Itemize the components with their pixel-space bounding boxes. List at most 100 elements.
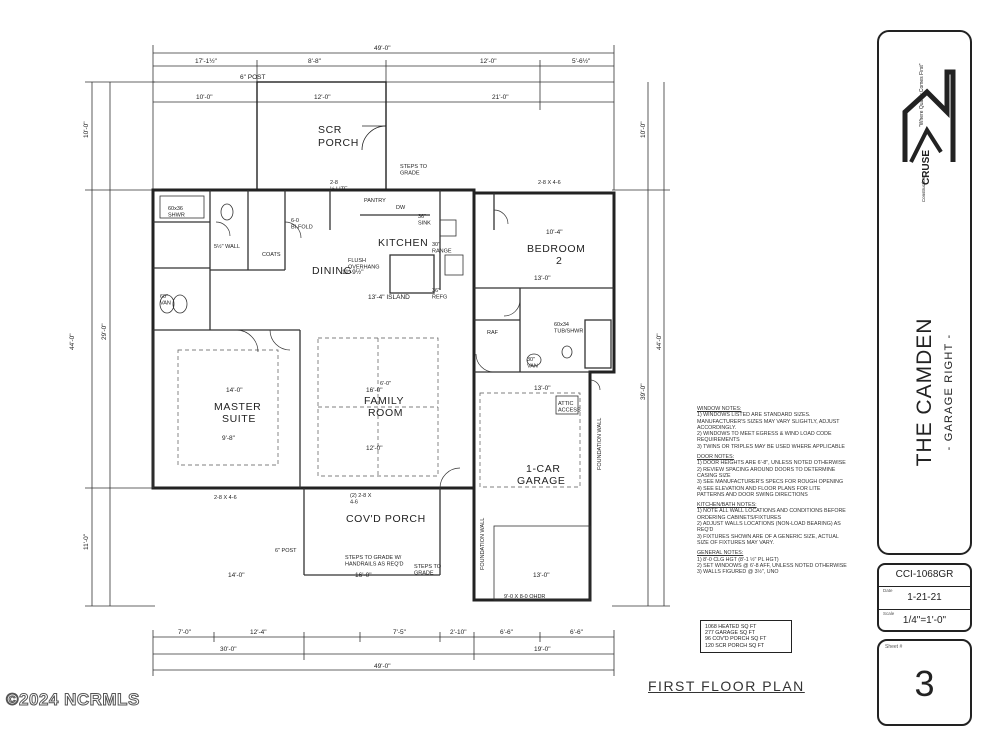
dim-right-a: 10'-0" [640, 121, 647, 138]
wall-label: 5½" WALL [214, 243, 240, 250]
svg-text:PORCH: PORCH [318, 137, 359, 149]
dining-label: DINING [312, 265, 352, 277]
dim-bot-b: 12'-4" [250, 629, 267, 636]
info-box: CCI-1068GR Date 1-21-21 Scale 1/4"=1'-0" [877, 563, 972, 632]
garage-label: 1-CAR [526, 463, 561, 475]
dim-top-b: 8'-8" [308, 58, 322, 65]
plan-id: CCI-1068GR [895, 569, 954, 580]
window-note: 1) WINDOWS LISTED ARE STANDARD SIZES. MA… [697, 412, 840, 431]
dim-garage-w: 13'-0" [533, 572, 550, 579]
dim-porch-w: 14'-0" [228, 572, 245, 579]
dim-bot-h: 19'-0" [534, 646, 551, 653]
dim-bot-total: 49'-0" [374, 663, 391, 670]
dim-right-c: 39'-0" [640, 383, 647, 400]
window-note: 2) WINDOWS TO MEET EGRESS & WIND LOAD CO… [697, 431, 832, 444]
refg-label: 36"REFG [432, 288, 447, 301]
dim-family-w: 16'-0" [366, 387, 383, 394]
kb-notes-heading: KITCHEN/BATH NOTES: [697, 502, 757, 509]
dim-left-a: 10'-0" [83, 121, 90, 138]
plan-scale: 1/4"=1'-0" [902, 615, 947, 626]
dim-left-c: 29'-0" [101, 323, 108, 340]
dim-bot-e: 6'-6" [500, 629, 514, 636]
dim-post: 6" POST [240, 74, 265, 81]
cruse-logo-icon [902, 69, 956, 163]
kb-note: 2) ADJUST WALLS LOCATIONS (NON-LOAD BEAR… [697, 521, 841, 534]
sheet-number: 3 [914, 663, 935, 704]
dim-porch-b: 12'-0" [314, 94, 331, 101]
dim-porch-c: 21'-0" [492, 94, 509, 101]
dim-porch-w2: 16'-0" [355, 572, 372, 579]
bedroom-num-label: 2 [556, 255, 562, 267]
general-notes-heading: GENERAL NOTES: [697, 550, 744, 557]
dim-bot-f: 6'-6" [570, 629, 584, 636]
general-note: 1) 8'-0 CLG HGT (8'-1 ½" PL HGT) [697, 556, 779, 563]
dim-bot-a: 7'-0" [178, 629, 192, 636]
area-line: 277 GARAGE SQ FT [705, 630, 756, 637]
plan-date: 1-21-21 [907, 592, 942, 603]
dim-bed-w: 10'-4" [546, 229, 563, 236]
window-note: 3) TWINS OR TRIPLES MAY BE USED WHERE AP… [697, 443, 845, 450]
van60-label: 60"VAN [160, 294, 171, 307]
foundation-wall-label: FOUNDATION WALL [480, 518, 486, 570]
beam-label: 6'-0" [380, 381, 391, 387]
sheet-box: Sheet # 3 [877, 639, 972, 726]
plan-name: THE CAMDEN [912, 317, 936, 467]
scale-caption: Scale [883, 611, 895, 616]
van30-label: 30"VAN [527, 357, 538, 370]
kitchen-label: KITCHEN [378, 237, 428, 249]
kb-note: 3) FIXTURES SHOWN ARE OF A GENERIC SIZE,… [697, 533, 839, 546]
garage-label2: GARAGE [517, 475, 566, 487]
general-note: 2) SET WINDOWS @ 6'-8 AFF, UNLESS NOTED … [697, 562, 847, 569]
dim-dining: 11'-9½" [342, 268, 364, 276]
dim-bed-w2: 13'-0" [534, 275, 551, 282]
plan-title: FIRST FLOOR PLAN [648, 678, 805, 694]
dim-left-d: 11'-0" [83, 533, 90, 550]
door-note: 3) SEE MANUFACTURER'S SPECS FOR ROUGH OP… [697, 479, 844, 486]
dim-master-w2: 9'-8" [222, 435, 236, 442]
notes-panel: WINDOW NOTES: 1) WINDOWS LISTED ARE STAN… [697, 402, 847, 575]
master-suite-label: SUITE [222, 413, 256, 425]
window-notes-heading: WINDOW NOTES: [697, 406, 742, 412]
steps-grade-w-label: STEPS TO GRADE W/HANDRAILS AS REQ'D [345, 555, 404, 568]
dim-bot-c: 7'-5" [393, 629, 407, 636]
dw-label: DW [396, 205, 406, 211]
general-note: 3) WALLS FIGURED @ 3½", UNO [697, 569, 779, 576]
plan-subtitle: - GARAGE RIGHT - [942, 333, 955, 451]
sheet-caption: Sheet # [885, 644, 903, 650]
dim-left-b: 44'-0" [69, 333, 76, 350]
area-line: 120 SCR PORCH SQ FT [705, 642, 765, 649]
dim-bot-g: 30'-0" [220, 646, 237, 653]
dim-top-d: 5'-6½" [572, 57, 591, 65]
covd-porch-label: COV'D PORCH [346, 513, 426, 525]
window-284-label: 2-8 X 4-6 [538, 180, 561, 186]
dim-top-c: 12'-0" [480, 58, 497, 65]
pantry-label: PANTRY [364, 198, 386, 204]
dim-garage-top: 13'-0" [534, 385, 551, 392]
dim-master-w: 14'-0" [226, 387, 243, 394]
logo-subtext: Construction [921, 176, 927, 203]
logo-tagline: "Where Quality Comes First" [919, 63, 925, 127]
family-label: FAMILY [364, 395, 404, 407]
date-caption: Date [883, 588, 893, 593]
foundation-wall2-label: FOUNDATION WALL [597, 418, 603, 470]
bedroom-label: BEDROOM [527, 243, 585, 255]
raf-label: RAF [487, 330, 499, 336]
coats-label: COATS [262, 252, 281, 258]
kb-note: 1) NOTE ALL WALL LOCATIONS AND CONDITION… [697, 508, 846, 521]
title-block: CRUSE Construction "Where Quality Comes … [877, 30, 972, 555]
door-note: 1) DOOR HEIGHTS ARE 6'-8", UNLESS NOTED … [697, 460, 846, 467]
area-line: 1068 HEATED SQ FT [705, 624, 757, 630]
dim-top-a: 17'-1½" [195, 57, 218, 65]
watermark: ©2024 NCRMLS [6, 690, 140, 710]
dim-family-w2: 12'-0" [366, 445, 383, 452]
area-line: 96 COV'D PORCH SQ FT [705, 636, 767, 643]
